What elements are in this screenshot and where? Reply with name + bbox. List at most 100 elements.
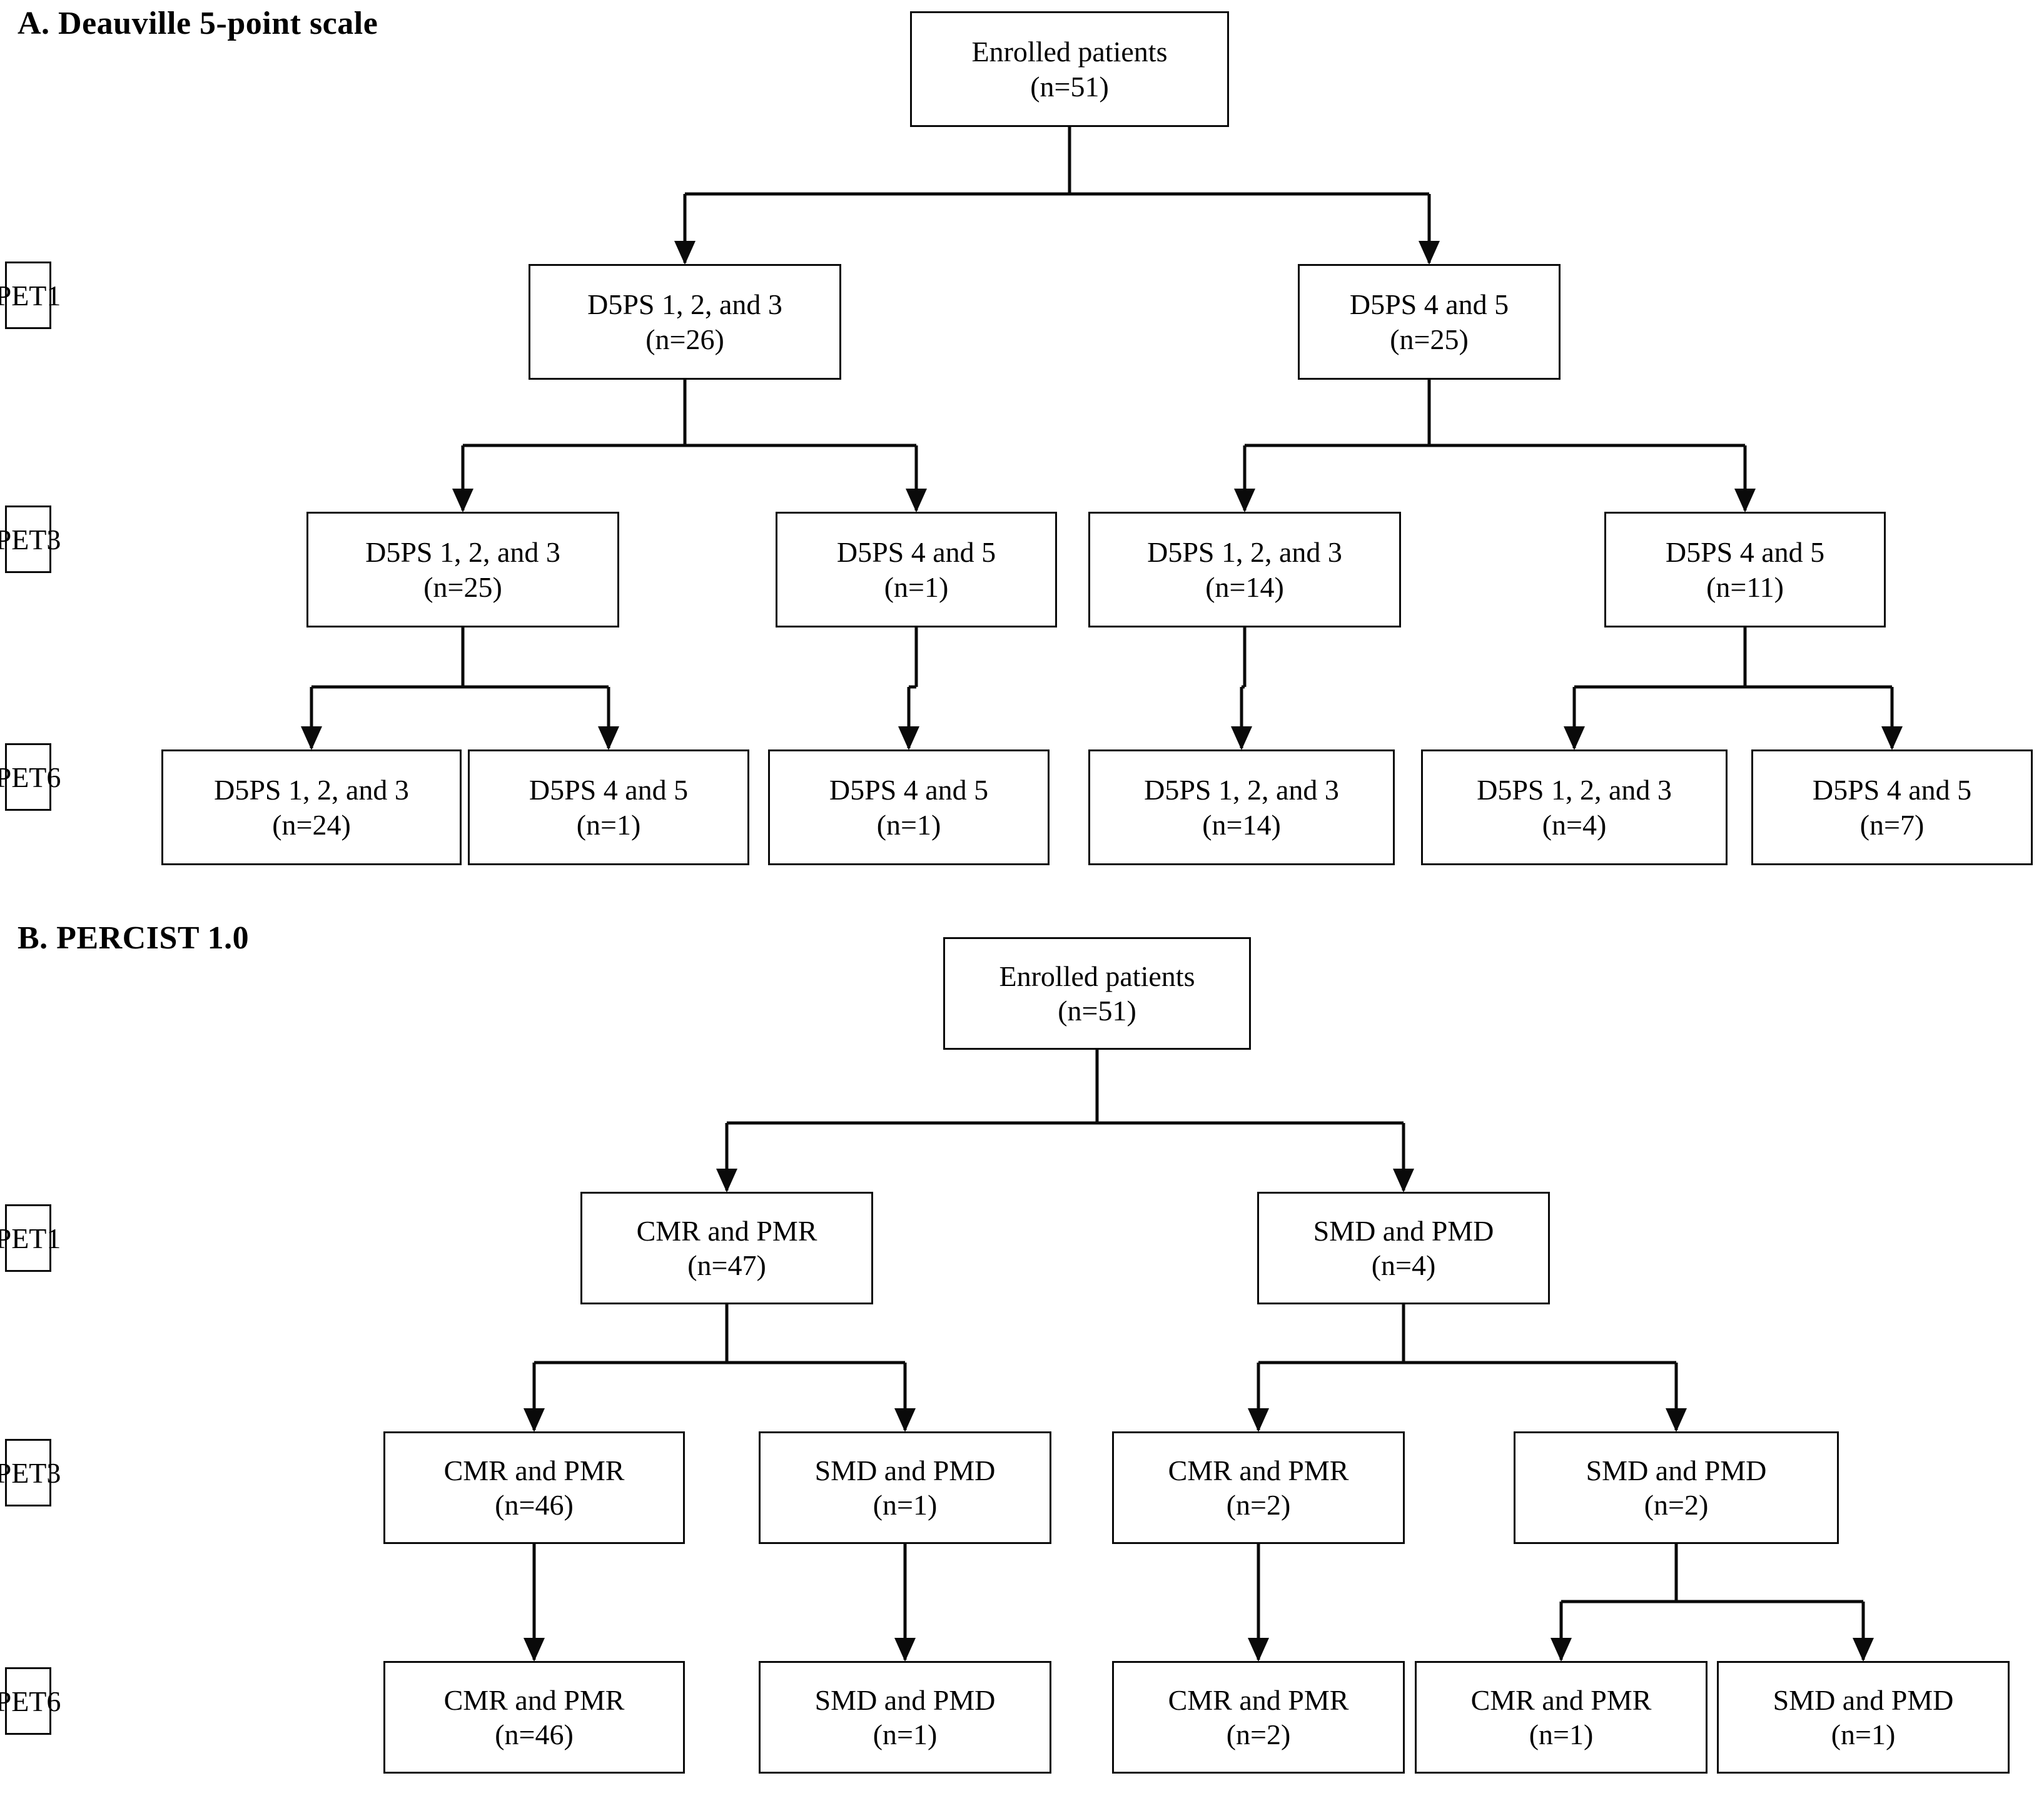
stage-label-pet6: PET6 (0, 743, 61, 811)
flow-node-count: (n=51) (1058, 995, 1136, 1027)
flow-node-count: (n=51) (1030, 70, 1109, 103)
flow-node-a3-4: D5PS 4 and 5(n=11) (1604, 512, 1886, 627)
flow-node-a6-6: D5PS 4 and 5(n=7) (1751, 749, 2033, 865)
flow-node-b6-3: CMR and PMR(n=2) (1112, 1661, 1405, 1774)
flow-node-a6-3: D5PS 4 and 5(n=1) (768, 749, 1050, 865)
arrowhead-icon (1881, 726, 1903, 750)
arrowhead-icon (1419, 241, 1440, 265)
arrowhead-icon (1234, 489, 1255, 512)
flow-node-count: (n=1) (1529, 1719, 1594, 1750)
flow-node-a-root: Enrolled patients(n=51) (910, 11, 1229, 127)
flow-node-b3-2: SMD and PMD(n=1) (759, 1431, 1051, 1544)
arrowhead-icon (674, 241, 696, 265)
arrowhead-icon (1564, 726, 1585, 750)
flow-node-b3-3: CMR and PMR(n=2) (1112, 1431, 1405, 1544)
flow-node-count: (n=25) (1390, 323, 1469, 355)
panel-title-b: B. PERCIST 1.0 (18, 920, 250, 956)
stage-label-pet1: PET1 (0, 1204, 61, 1272)
flow-node-count: (n=1) (576, 808, 641, 841)
arrowhead-icon (1231, 726, 1252, 750)
arrowhead-icon (1248, 1638, 1269, 1662)
arrowhead-icon (894, 1408, 916, 1432)
flow-node-label: D5PS 1, 2, and 3 (1477, 774, 1672, 806)
flow-node-count: (n=1) (873, 1489, 938, 1521)
flow-node-label: CMR and PMR (1168, 1684, 1349, 1716)
flow-node-b3-4: SMD and PMD(n=2) (1514, 1431, 1839, 1544)
flow-node-label: D5PS 4 and 5 (829, 774, 989, 806)
flow-node-label: SMD and PMD (814, 1454, 996, 1486)
flow-node-a3-1: D5PS 1, 2, and 3(n=25) (306, 512, 619, 627)
arrowhead-icon (524, 1638, 545, 1662)
flow-node-count: (n=25) (423, 571, 502, 603)
flow-node-a6-4: D5PS 1, 2, and 3(n=14) (1088, 749, 1395, 865)
flow-node-count: (n=4) (1542, 808, 1607, 841)
flow-node-a6-1: D5PS 1, 2, and 3(n=24) (161, 749, 462, 865)
flow-node-label: Enrolled patients (999, 960, 1195, 992)
flow-node-b-root: Enrolled patients(n=51) (943, 937, 1251, 1050)
flow-node-count: (n=7) (1859, 808, 1925, 841)
flow-node-label: D5PS 4 and 5 (529, 774, 689, 806)
arrowhead-icon (1551, 1638, 1572, 1662)
arrowhead-icon (1248, 1408, 1269, 1432)
flow-node-label: SMD and PMD (1773, 1684, 1954, 1716)
arrowhead-icon (716, 1169, 737, 1192)
flow-node-label: D5PS 4 and 5 (836, 536, 996, 569)
stage-label-pet6: PET6 (0, 1667, 61, 1735)
arrowhead-icon (524, 1408, 545, 1432)
arrowhead-icon (906, 489, 927, 512)
flow-node-count: (n=14) (1202, 808, 1281, 841)
flow-node-label: D5PS 4 and 5 (1812, 774, 1972, 806)
flow-node-b1-1: CMR and PMR(n=47) (580, 1192, 873, 1304)
flow-node-label: D5PS 1, 2, and 3 (1147, 536, 1342, 569)
flow-node-label: SMD and PMD (1313, 1214, 1494, 1247)
flow-node-b6-1: CMR and PMR(n=46) (383, 1661, 685, 1774)
flow-node-label: D5PS 1, 2, and 3 (365, 536, 560, 569)
flow-node-label: SMD and PMD (1586, 1454, 1767, 1486)
flow-node-label: CMR and PMR (636, 1214, 817, 1247)
flow-node-count: (n=1) (873, 1719, 938, 1750)
flow-node-count: (n=1) (876, 808, 941, 841)
flow-node-count: (n=47) (687, 1249, 766, 1281)
flow-node-label: D5PS 1, 2, and 3 (587, 288, 782, 321)
flow-node-count: (n=26) (645, 323, 724, 355)
flow-node-label: SMD and PMD (814, 1684, 996, 1716)
flow-node-a3-3: D5PS 1, 2, and 3(n=14) (1088, 512, 1401, 627)
arrowhead-icon (894, 1638, 916, 1662)
flow-node-a6-5: D5PS 1, 2, and 3(n=4) (1421, 749, 1728, 865)
flow-node-b6-2: SMD and PMD(n=1) (759, 1661, 1051, 1774)
flow-node-label: CMR and PMR (443, 1684, 625, 1716)
flow-node-label: Enrolled patients (971, 36, 1168, 68)
stage-label-pet1: PET1 (0, 262, 61, 329)
flow-node-label: CMR and PMR (443, 1454, 625, 1486)
arrowhead-icon (1393, 1169, 1414, 1192)
flow-node-b6-5: SMD and PMD(n=1) (1717, 1661, 2010, 1774)
flow-node-count: (n=46) (495, 1719, 574, 1750)
flow-node-label: D5PS 4 and 5 (1349, 288, 1509, 321)
flow-node-label: D5PS 4 and 5 (1665, 536, 1825, 569)
stage-label-pet3: PET3 (0, 505, 61, 573)
flow-node-count: (n=4) (1371, 1249, 1436, 1281)
flow-node-count: (n=46) (495, 1489, 574, 1521)
flow-node-count: (n=2) (1226, 1719, 1291, 1750)
flow-node-count: (n=1) (884, 571, 949, 603)
flow-node-a1-1: D5PS 1, 2, and 3(n=26) (529, 264, 841, 380)
flow-node-count: (n=1) (1831, 1719, 1896, 1750)
flow-node-b6-4: CMR and PMR(n=1) (1415, 1661, 1708, 1774)
flow-node-count: (n=2) (1644, 1489, 1709, 1521)
arrowhead-icon (1853, 1638, 1874, 1662)
arrowhead-icon (301, 726, 322, 750)
arrowhead-icon (898, 726, 919, 750)
flow-node-a1-2: D5PS 4 and 5(n=25) (1298, 264, 1561, 380)
panel-title-a: A. Deauville 5-point scale (18, 6, 378, 41)
flow-node-label: CMR and PMR (1168, 1454, 1349, 1486)
flow-node-label: D5PS 1, 2, and 3 (214, 774, 409, 806)
flow-node-count: (n=14) (1205, 571, 1284, 603)
stage-label-pet3: PET3 (0, 1439, 61, 1506)
flow-node-label: CMR and PMR (1470, 1684, 1652, 1716)
flow-node-b1-2: SMD and PMD(n=4) (1257, 1192, 1550, 1304)
flow-node-count: (n=2) (1226, 1489, 1291, 1521)
flow-node-a6-2: D5PS 4 and 5(n=1) (468, 749, 749, 865)
flow-node-count: (n=24) (272, 808, 351, 841)
flow-node-b3-1: CMR and PMR(n=46) (383, 1431, 685, 1544)
